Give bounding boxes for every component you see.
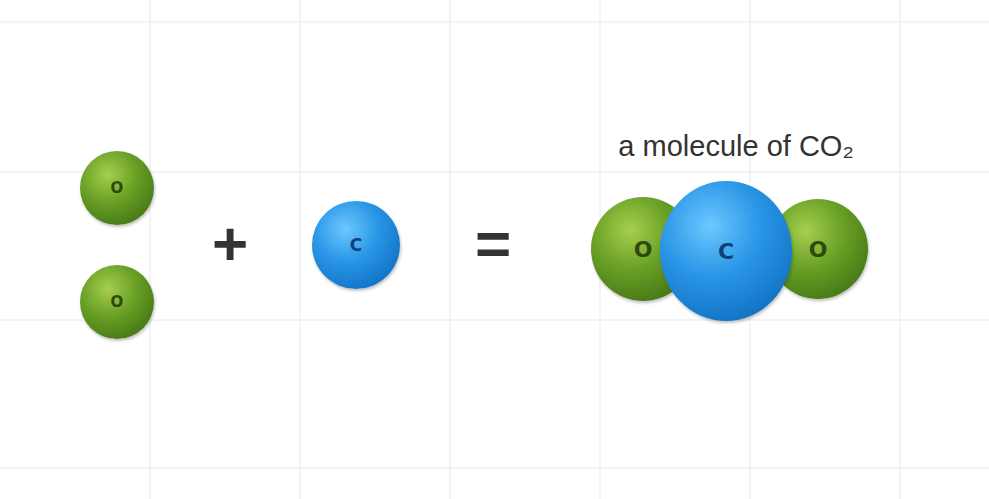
atom-symbol: C <box>350 235 362 255</box>
atom-symbol: O <box>111 293 124 311</box>
carbon-atom: C <box>312 201 400 289</box>
plus-sign: + <box>212 208 248 279</box>
equals-sign: = <box>475 208 511 279</box>
molecule-caption: a molecule of CO₂ <box>618 130 853 163</box>
oxygen-atom: O <box>80 265 154 339</box>
carbon-atom: C <box>660 181 792 321</box>
atom-symbol: C <box>718 239 734 264</box>
atom-symbol: O <box>111 179 124 197</box>
atom-symbol: O <box>634 237 653 262</box>
atom-symbol: O <box>809 237 828 262</box>
oxygen-atom: O <box>80 151 154 225</box>
